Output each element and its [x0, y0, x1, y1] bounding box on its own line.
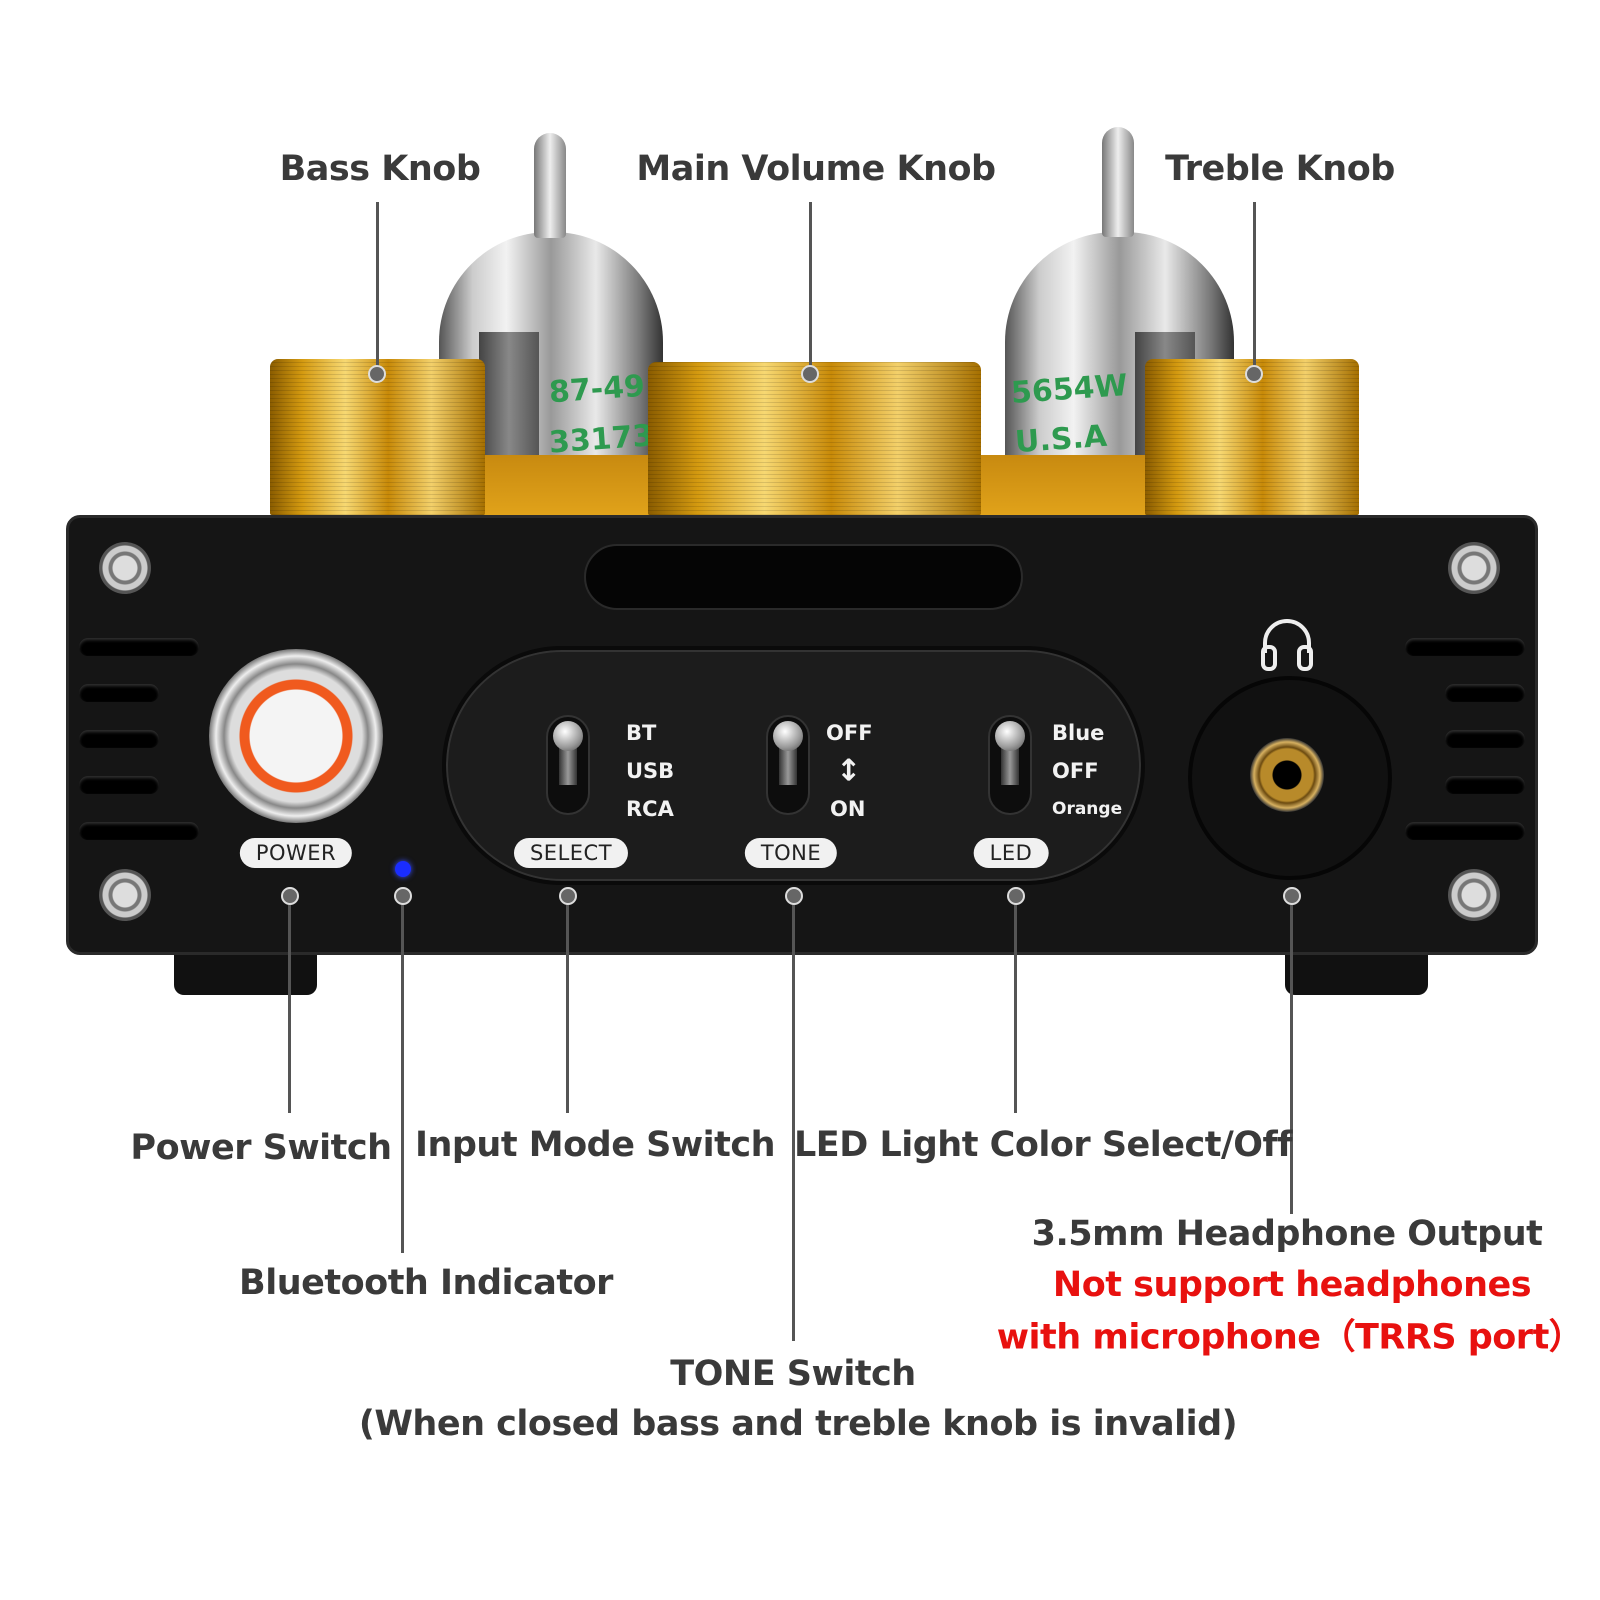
treble-knob[interactable] [1145, 359, 1359, 515]
select-option: USB [626, 759, 675, 783]
vent-slot [1445, 730, 1525, 748]
tube-marking: 5654W [1009, 367, 1129, 412]
power-button[interactable] [209, 649, 383, 823]
leader-dot [1245, 365, 1263, 383]
screw [1448, 869, 1500, 921]
leader-line [288, 905, 291, 1113]
vent-slot [79, 776, 159, 794]
bluetooth-indicator-led [395, 861, 411, 877]
vent-slot [1445, 776, 1525, 794]
leader-dot [1007, 887, 1025, 905]
tone-switch-label: TONE Switch [670, 1354, 916, 1394]
leader-dot [1283, 887, 1301, 905]
right-tube-tip [1102, 127, 1134, 237]
vent-slot [79, 822, 199, 840]
tone-switch-note: (When closed bass and treble knob is inv… [358, 1404, 1238, 1444]
tone-option: OFF [826, 721, 873, 745]
leader-line [809, 202, 812, 374]
main-volume-knob[interactable] [648, 362, 981, 515]
vent-slot [79, 730, 159, 748]
input-mode-switch-label: Input Mode Switch [414, 1125, 776, 1165]
tone-toggle-switch[interactable] [766, 715, 810, 815]
headphone-icon [1257, 615, 1317, 671]
led-label: LED [973, 838, 1049, 868]
led-color-select-label: LED Light Color Select/Off [793, 1125, 1293, 1165]
screw [99, 542, 151, 594]
vent-slot [1405, 638, 1525, 656]
leader-dot [801, 365, 819, 383]
bass-knob-label: Bass Knob [279, 149, 481, 189]
leader-line [1253, 202, 1256, 374]
tone-option: ON [830, 797, 866, 821]
bluetooth-indicator-label: Bluetooth Indicator [239, 1263, 613, 1303]
led-option: OFF [1052, 759, 1099, 783]
left-tube-tip [534, 133, 566, 238]
main-volume-knob-label: Main Volume Knob [636, 149, 996, 189]
headphone-warning: with microphone（TRRS port） [996, 1317, 1584, 1358]
select-option: RCA [626, 797, 674, 821]
screw [1448, 542, 1500, 594]
leader-dot [394, 887, 412, 905]
bass-knob[interactable] [270, 359, 485, 515]
power-switch-label: Power Switch [130, 1128, 392, 1168]
treble-knob-label: Treble Knob [1165, 149, 1395, 189]
tube-marking: U.S.A [1013, 418, 1109, 461]
up-down-arrow-icon: ↕ [836, 753, 862, 789]
screw [99, 869, 151, 921]
leader-line [792, 905, 795, 1341]
leader-dot [281, 887, 299, 905]
leader-line [1014, 905, 1017, 1113]
leader-dot [785, 887, 803, 905]
leader-line [566, 905, 569, 1113]
led-toggle-switch[interactable] [988, 715, 1032, 815]
display-window [584, 544, 1023, 610]
select-toggle-switch[interactable] [546, 715, 590, 815]
tube-marking: 87-49 [547, 368, 647, 411]
leader-line [376, 202, 379, 374]
leader-dot [559, 887, 577, 905]
headphone-warning: Not support headphones [1052, 1265, 1532, 1305]
tone-label: TONE [744, 838, 838, 868]
leader-dot [368, 365, 386, 383]
headphone-jack[interactable] [1250, 738, 1324, 812]
vent-slot [79, 684, 159, 702]
led-option: Blue [1052, 721, 1105, 745]
vent-slot [79, 638, 199, 656]
leader-line [1290, 905, 1293, 1214]
leader-line [401, 905, 404, 1253]
select-label: SELECT [513, 838, 629, 868]
led-option: Orange [1052, 799, 1123, 819]
headphone-output-label: 3.5mm Headphone Output [1031, 1214, 1543, 1254]
power-label: POWER [239, 838, 353, 868]
vent-slot [1405, 822, 1525, 840]
select-option: BT [626, 721, 657, 745]
vent-slot [1445, 684, 1525, 702]
